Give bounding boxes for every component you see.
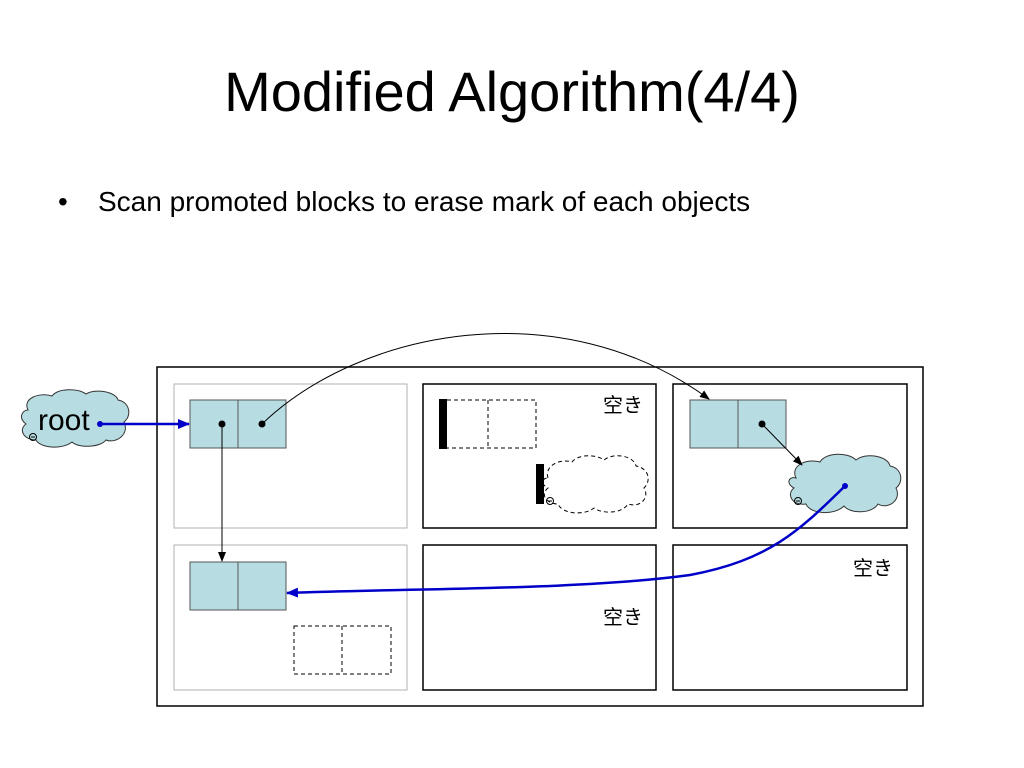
heap-frame	[156, 366, 924, 707]
bullet-text: Scan promoted blocks to erase mark of ea…	[98, 186, 751, 217]
pointer-c-to-cloud	[761, 423, 803, 466]
pointer-a-to-c	[261, 333, 710, 425]
bullet-marker: •	[58, 186, 68, 217]
heap-block-free-3	[672, 544, 908, 691]
free-label-3: 空き	[853, 556, 893, 580]
bullet-item: • Scan promoted blocks to erase mark of e…	[58, 186, 750, 218]
object-a	[189, 399, 287, 449]
free-label-1: 空き	[603, 393, 643, 417]
root-cloud: root	[21, 389, 130, 448]
freed-object-dashed	[293, 625, 392, 675]
heap-block-free-2	[422, 544, 657, 691]
object-b	[189, 561, 287, 611]
mark-bar-2	[536, 464, 544, 504]
root-label: root	[38, 404, 90, 437]
pointers	[97, 333, 848, 598]
pointer-cloud-to-b	[286, 485, 846, 598]
slide-title: Modified Algorithm(4/4)	[224, 60, 800, 123]
heap-block-3	[672, 383, 908, 529]
mark-bar	[439, 399, 447, 449]
heap-block-free-1	[422, 383, 657, 529]
erased-object-dashed	[439, 399, 537, 449]
heap-block-promoted-2	[173, 544, 408, 691]
heap-block-promoted-1	[173, 383, 408, 529]
object-c	[689, 399, 787, 449]
erased-cloud-dashed	[536, 455, 649, 514]
free-label-2: 空き	[603, 605, 643, 629]
